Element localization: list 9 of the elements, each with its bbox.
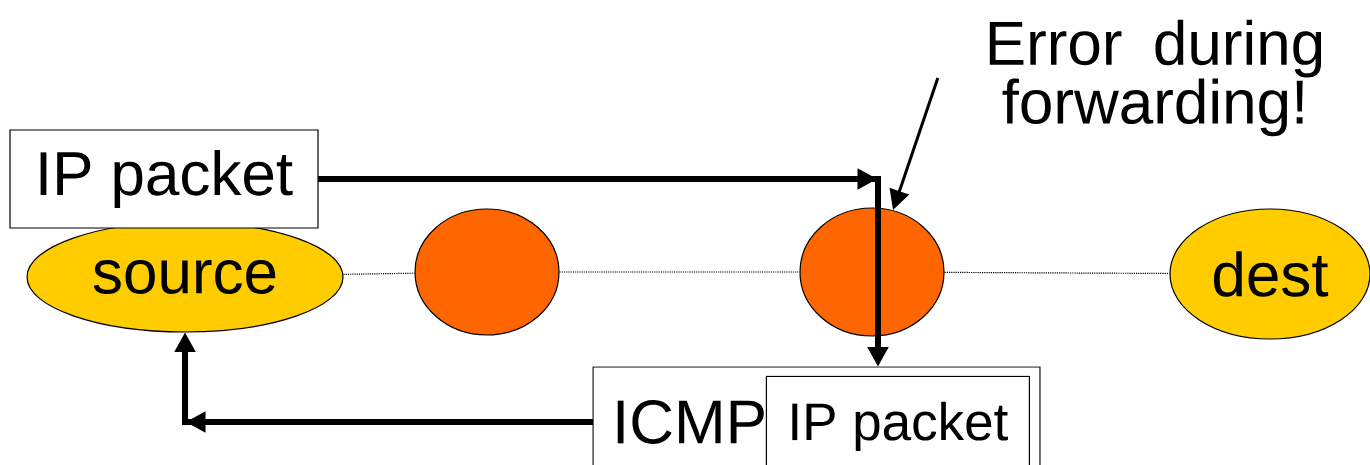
dotted-link bbox=[944, 271, 1170, 275]
router-circle bbox=[799, 207, 945, 337]
packet-box: IP packet bbox=[765, 375, 1030, 465]
packet-box: IP packet bbox=[9, 129, 319, 229]
router-circle bbox=[414, 208, 560, 336]
annotation-text: Error during forwarding! bbox=[989, 19, 1322, 137]
dotted-link bbox=[342, 272, 416, 275]
dotted-link bbox=[559, 271, 800, 273]
arrow bbox=[318, 168, 881, 208]
